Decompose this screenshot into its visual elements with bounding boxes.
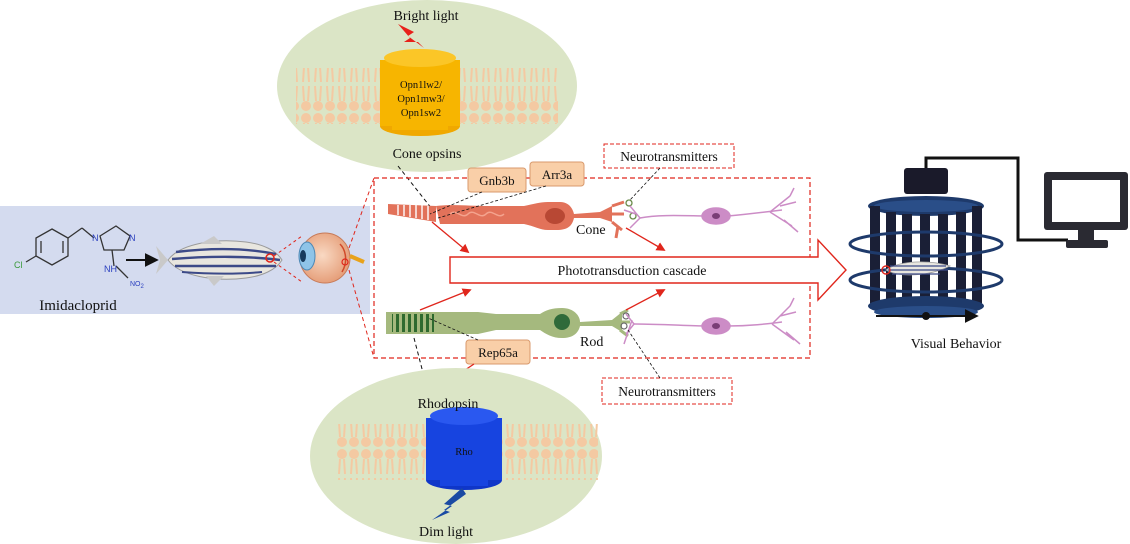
- rod-cell: [386, 308, 630, 338]
- neurotransmitters-top-label: Neurotransmitters: [620, 149, 717, 164]
- camera-icon: [904, 168, 948, 194]
- zebrafish-icon: [156, 236, 283, 286]
- bright-light-label: Bright light: [394, 9, 459, 24]
- gene-label-arr3a: Arr3a: [542, 167, 573, 182]
- rhodopsin-protein: [426, 407, 502, 490]
- cone-opsin-protein: [380, 49, 460, 136]
- gene-box-arr3a: Arr3a: [529, 161, 585, 187]
- bright-light-bolt-icon: [398, 24, 424, 48]
- cone-opsin-line-3: Opn1sw2: [401, 108, 441, 119]
- cone-neuron: [623, 187, 799, 233]
- gene-box-gnb3b: Gnb3b: [467, 167, 527, 193]
- fish-eye-marker: [265, 253, 275, 263]
- cone-label: Cone: [576, 223, 606, 238]
- retina-flow-arrows: [419, 221, 666, 382]
- cone-opsin-line-1: Opn1lw2/: [400, 80, 442, 91]
- rod-label: Rod: [580, 335, 603, 350]
- nitro-group: NO2: [130, 281, 145, 290]
- neurotransmitters-bottom-box: Neurotransmitters: [601, 377, 733, 405]
- visual-behavior-apparatus: [848, 156, 1128, 323]
- monitor-icon: [1044, 172, 1128, 248]
- rhodopsin-panel: Rho Rhodopsin Dim light: [310, 368, 602, 544]
- nh-group: NH: [104, 264, 117, 274]
- phototransduction-cascade-arrow: Phototransduction cascade: [449, 238, 847, 302]
- cone-opsin-line-2: Opn1mw3/: [397, 94, 444, 105]
- cascade-label: Phototransduction cascade: [558, 264, 707, 279]
- ring-nitrogen-1: N: [92, 233, 99, 243]
- dim-light-label: Dim light: [419, 525, 473, 540]
- retina-box: [373, 177, 811, 359]
- gene-label-gnb3b: Gnb3b: [479, 173, 514, 188]
- neurotransmitters-top-box: Neurotransmitters: [603, 143, 735, 169]
- cone-opsin-panel: Opn1lw2/ Opn1mw3/ Opn1sw2 Bright light C…: [277, 0, 577, 172]
- cone-cell: [388, 199, 637, 239]
- gene-label-rep65a: Rep65a: [478, 345, 518, 360]
- dim-light-bolt-icon: [432, 488, 466, 520]
- rho-label: Rho: [455, 447, 473, 458]
- exposure-panel: Cl N N NH NO2 Imidacloprid: [0, 206, 370, 314]
- rod-neuron: [623, 297, 801, 345]
- eye-icon: [298, 232, 365, 284]
- gene-box-rep65a: Rep65a: [465, 339, 531, 365]
- ring-nitrogen-2: N: [129, 233, 136, 243]
- chloro-atom: Cl: [14, 260, 23, 270]
- rhodopsin-title: Rhodopsin: [418, 397, 479, 412]
- cone-opsins-title: Cone opsins: [393, 147, 462, 162]
- visual-behavior-label: Visual Behavior: [911, 337, 1002, 352]
- imidacloprid-structure: [25, 225, 131, 279]
- neurotransmitters-bottom-label: Neurotransmitters: [618, 384, 715, 399]
- imidacloprid-label: Imidacloprid: [39, 298, 117, 314]
